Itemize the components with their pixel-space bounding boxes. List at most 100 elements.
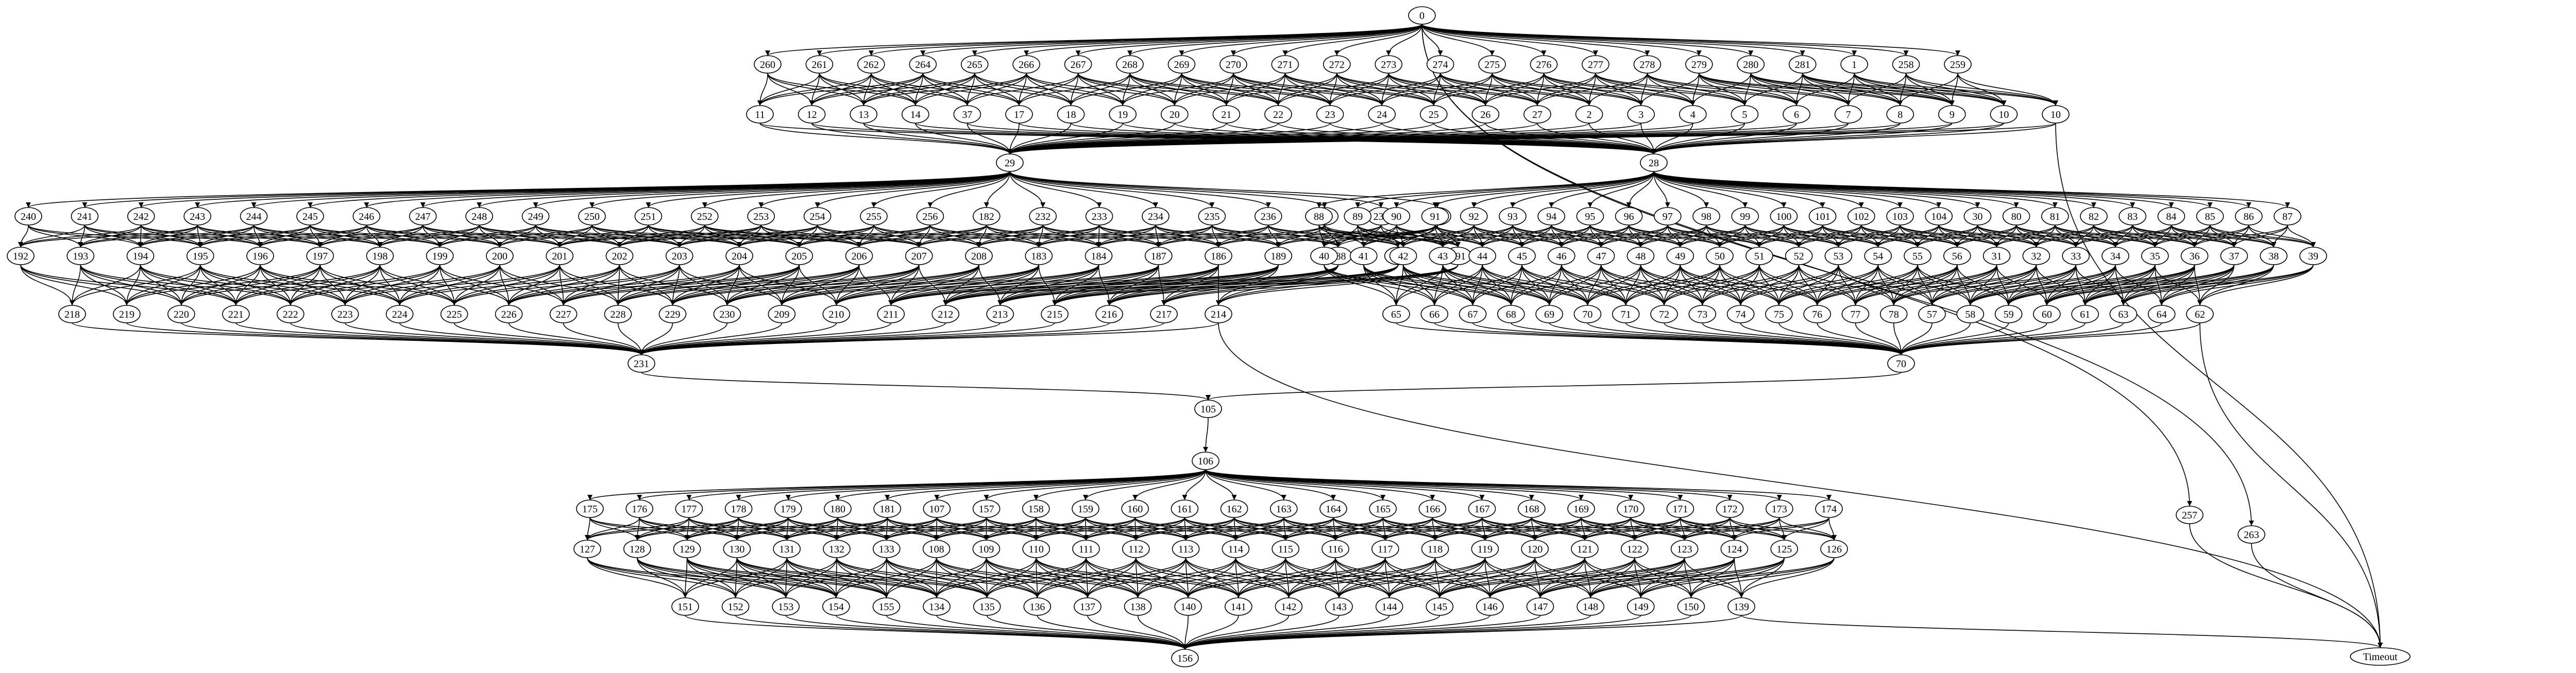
graph-node[interactable]: 156: [1171, 649, 1199, 667]
graph-node[interactable]: 149: [1626, 597, 1655, 616]
graph-node[interactable]: 213: [986, 305, 1014, 323]
graph-node[interactable]: 261: [805, 55, 834, 74]
graph-node[interactable]: 95: [1576, 207, 1604, 226]
graph-node[interactable]: 46: [1548, 247, 1575, 265]
graph-node[interactable]: 88: [1305, 207, 1333, 226]
graph-node[interactable]: 221: [222, 305, 250, 323]
graph-node[interactable]: 247: [409, 207, 437, 226]
graph-node[interactable]: 243: [183, 207, 212, 226]
graph-node[interactable]: 194: [126, 247, 155, 265]
graph-node[interactable]: 70: [1573, 305, 1602, 323]
graph-node[interactable]: 169: [1567, 499, 1595, 518]
graph-node[interactable]: 140: [1174, 597, 1202, 616]
graph-node[interactable]: 19: [1109, 105, 1137, 124]
graph-node[interactable]: 11: [746, 105, 774, 124]
graph-node[interactable]: 254: [803, 207, 832, 226]
graph-node[interactable]: 250: [578, 207, 606, 226]
graph-node[interactable]: 205: [785, 247, 814, 265]
graph-node[interactable]: 3: [1627, 105, 1655, 124]
graph-node[interactable]: 124: [1720, 540, 1749, 558]
graph-node[interactable]: 69: [1535, 305, 1563, 323]
graph-node[interactable]: 115: [1272, 540, 1299, 558]
graph-node[interactable]: 241: [71, 207, 99, 226]
graph-node[interactable]: 44: [1468, 247, 1496, 265]
graph-node[interactable]: 151: [671, 597, 699, 616]
graph-node[interactable]: 246: [352, 207, 381, 226]
graph-node[interactable]: 155: [872, 597, 901, 616]
graph-node[interactable]: 64: [2147, 305, 2176, 323]
graph-node[interactable]: 26: [1471, 105, 1500, 124]
graph-node[interactable]: 244: [240, 207, 268, 226]
graph-node[interactable]: 102: [1848, 207, 1875, 226]
graph-node[interactable]: 193: [66, 247, 95, 265]
graph-node[interactable]: 85: [2196, 207, 2224, 226]
graph-node[interactable]: 158: [1022, 499, 1050, 518]
graph-node[interactable]: 41: [1350, 247, 1378, 265]
graph-node[interactable]: 29: [996, 153, 1024, 172]
graph-node[interactable]: 68: [1497, 305, 1525, 323]
graph-node[interactable]: 35: [2141, 247, 2169, 265]
graph-node[interactable]: 81: [2041, 207, 2069, 226]
graph-node[interactable]: 228: [604, 305, 632, 323]
graph-node[interactable]: 136: [1023, 597, 1052, 616]
graph-node[interactable]: 206: [845, 247, 873, 265]
graph-node[interactable]: 10: [2042, 105, 2070, 124]
graph-node[interactable]: 72: [1650, 305, 1678, 323]
graph-node[interactable]: 171: [1666, 499, 1694, 518]
graph-node[interactable]: 56: [1943, 247, 1971, 265]
graph-node[interactable]: 92: [1460, 207, 1488, 226]
graph-node[interactable]: 178: [724, 499, 753, 518]
graph-node[interactable]: 114: [1222, 540, 1250, 558]
graph-node[interactable]: 5: [1731, 105, 1759, 124]
graph-node[interactable]: 107: [923, 499, 951, 518]
graph-node[interactable]: 51: [1745, 247, 1773, 265]
graph-node[interactable]: 251: [634, 207, 663, 226]
graph-node[interactable]: 177: [675, 499, 703, 518]
graph-node[interactable]: 108: [922, 540, 951, 558]
graph-node[interactable]: 34: [2102, 247, 2129, 265]
graph-node[interactable]: 211: [877, 305, 905, 323]
graph-node[interactable]: 275: [1478, 55, 1506, 74]
graph-node[interactable]: 203: [665, 247, 693, 265]
graph-node[interactable]: 260: [754, 55, 782, 74]
graph-node[interactable]: 9: [1938, 105, 1966, 124]
graph-node[interactable]: 161: [1171, 499, 1199, 518]
graph-node[interactable]: 186: [1205, 247, 1232, 265]
graph-node[interactable]: 96: [1615, 207, 1643, 226]
graph-node[interactable]: 183: [1025, 247, 1053, 265]
graph-node[interactable]: 220: [167, 305, 195, 323]
graph-node[interactable]: 196: [246, 247, 274, 265]
graph-node[interactable]: 118: [1421, 540, 1449, 558]
graph-node[interactable]: 141: [1225, 597, 1252, 616]
graph-node[interactable]: 230: [713, 305, 741, 323]
graph-node[interactable]: 233: [1085, 207, 1113, 226]
graph-node[interactable]: 30: [1963, 207, 1992, 226]
graph-node[interactable]: 76: [1803, 305, 1831, 323]
graph-node[interactable]: 264: [909, 55, 937, 74]
graph-node[interactable]: 168: [1518, 499, 1546, 518]
graph-node[interactable]: 259: [1944, 55, 1972, 74]
graph-node[interactable]: 202: [605, 247, 634, 265]
graph-node[interactable]: 175: [576, 499, 604, 518]
graph-node[interactable]: 120: [1521, 540, 1549, 558]
graph-node[interactable]: 47: [1587, 247, 1615, 265]
graph-node[interactable]: 201: [546, 247, 574, 265]
graph-node[interactable]: 182: [973, 207, 1001, 226]
graph-node[interactable]: 234: [1142, 207, 1170, 226]
graph-node[interactable]: 101: [1808, 207, 1837, 226]
graph-node[interactable]: 20: [1161, 105, 1189, 124]
graph-node[interactable]: 180: [824, 499, 852, 518]
graph-node[interactable]: 269: [1167, 55, 1196, 74]
graph-node[interactable]: 78: [1879, 305, 1908, 323]
graph-node[interactable]: 163: [1270, 499, 1298, 518]
graph-node[interactable]: 209: [768, 305, 796, 323]
graph-node[interactable]: 273: [1375, 55, 1403, 74]
graph-node[interactable]: 21: [1212, 105, 1241, 124]
graph-node[interactable]: 105: [1194, 400, 1222, 418]
graph-node[interactable]: 242: [127, 207, 155, 226]
graph-node[interactable]: 268: [1116, 55, 1144, 74]
graph-node[interactable]: 210: [822, 305, 851, 323]
graph-node[interactable]: 258: [1892, 55, 1920, 74]
graph-node[interactable]: 71: [1612, 305, 1640, 323]
graph-node[interactable]: 128: [623, 540, 651, 558]
